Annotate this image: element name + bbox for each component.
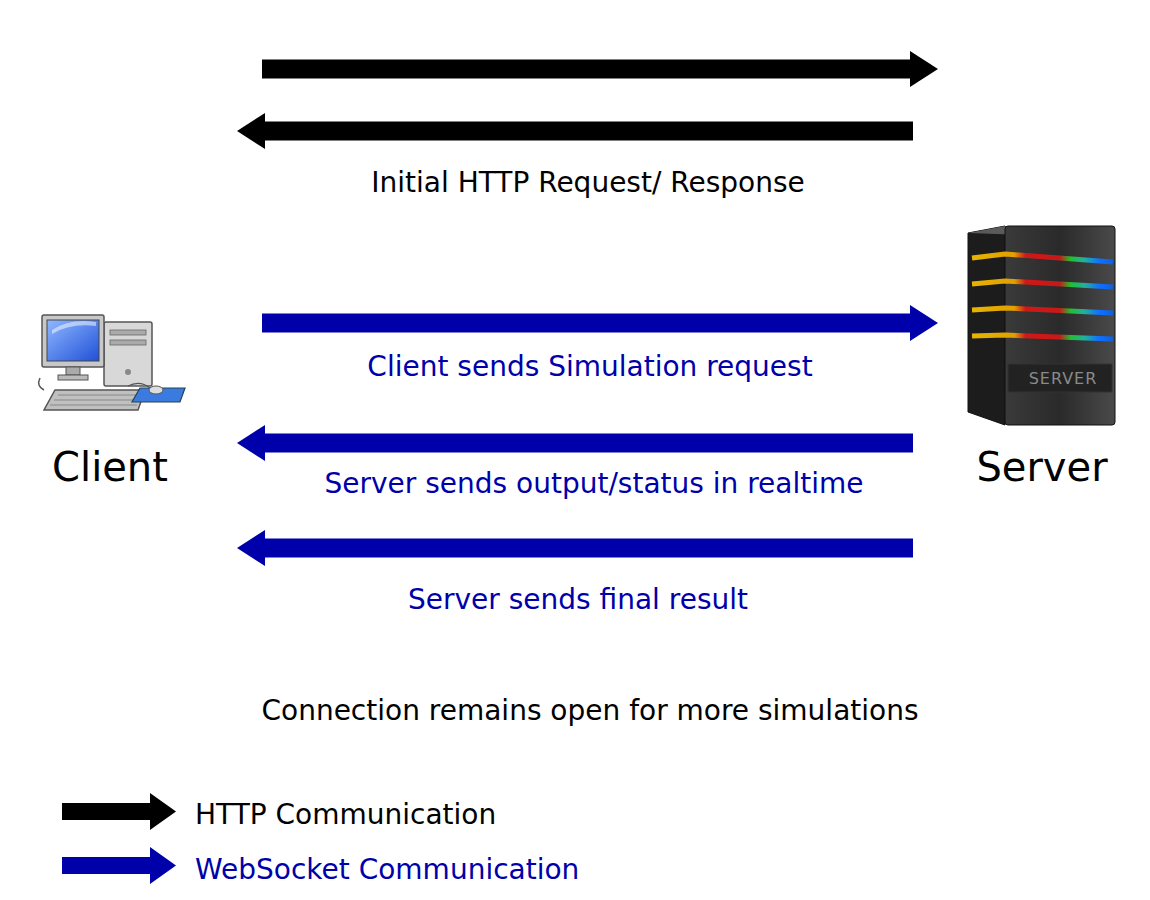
note-text: Connection remains open for more simulat… bbox=[261, 694, 918, 728]
node-label: Client bbox=[22, 443, 198, 491]
client-icon bbox=[39, 315, 185, 410]
message-arrow bbox=[265, 539, 913, 558]
client-node: Client bbox=[22, 300, 262, 499]
edge-label: Server sends final result bbox=[408, 583, 748, 617]
edge-label: Initial HTTP Request/ Response bbox=[371, 166, 804, 200]
message-arrow bbox=[265, 434, 913, 453]
legend-arrow-http bbox=[62, 793, 176, 830]
node-label: Server bbox=[942, 443, 1142, 491]
server-node: Server bbox=[938, 220, 1138, 499]
legend-arrow-websocket bbox=[62, 847, 176, 884]
edge-label: Client sends Simulation request bbox=[367, 350, 812, 384]
message-arrow bbox=[262, 314, 910, 333]
edge-label: Server sends output/status in realtime bbox=[324, 467, 863, 501]
message-arrow bbox=[265, 122, 913, 141]
message-arrow bbox=[262, 60, 910, 79]
legend-label: HTTP Communication bbox=[195, 798, 496, 832]
server-icon bbox=[968, 226, 1115, 425]
legend-label: WebSocket Communication bbox=[195, 853, 579, 887]
server-brand: SERVER bbox=[1029, 369, 1098, 388]
